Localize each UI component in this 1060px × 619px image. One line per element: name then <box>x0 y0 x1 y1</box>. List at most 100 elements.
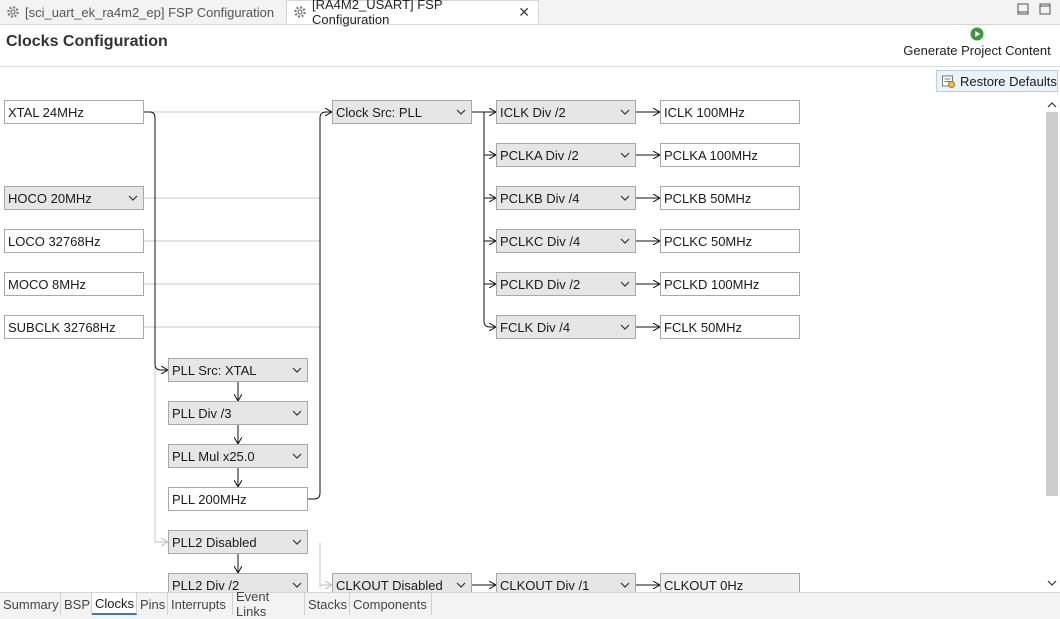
clock-tree-canvas: XTAL 24MHz HOCO 20MHz LOCO 32768Hz MOCO … <box>0 92 1044 592</box>
chevron-down-icon <box>292 449 302 463</box>
tab-label: Clocks <box>95 595 135 611</box>
pll2-select[interactable]: PLL2 Disabled <box>168 530 308 554</box>
scroll-down-icon[interactable] <box>1047 576 1057 588</box>
tab-label: Interrupts <box>171 596 226 612</box>
pclkc-output-field: PCLKC 50MHz <box>660 229 800 253</box>
pll-div-label: PLL Div /3 <box>172 405 232 421</box>
pll-output-field: PLL 200MHz <box>168 487 308 511</box>
output-label: ICLK 100MHz <box>664 104 745 120</box>
chevron-down-icon <box>456 105 466 119</box>
restore-label: Restore Defaults <box>960 73 1057 89</box>
pll2-div-select[interactable]: PLL2 Div /2 <box>168 573 308 592</box>
output-label: FCLK 50MHz <box>664 319 743 335</box>
editor-tab-ra4m2-usart[interactable]: [RA4M2_USART] FSP Configuration ✕ <box>286 0 539 27</box>
hoco-label: HOCO 20MHz <box>8 190 92 206</box>
chevron-down-icon <box>292 578 302 592</box>
clkout-src-select[interactable]: CLKOUT Disabled <box>332 573 472 592</box>
chevron-down-icon <box>292 535 302 549</box>
clock-src-label: Clock Src: PLL <box>336 104 422 120</box>
tab-label: Components <box>353 596 427 612</box>
vertical-scrollbar[interactable] <box>1044 96 1060 592</box>
close-icon[interactable]: ✕ <box>518 3 530 20</box>
gear-icon <box>293 5 307 19</box>
iclk-output-field: ICLK 100MHz <box>660 100 800 124</box>
pll-mul-select[interactable]: PLL Mul x25.0 <box>168 444 308 468</box>
tab-summary[interactable]: Summary <box>0 593 61 615</box>
divider-label: ICLK Div /2 <box>500 104 566 120</box>
gear-icon <box>6 5 20 19</box>
loco-source-field[interactable]: LOCO 32768Hz <box>4 229 144 253</box>
tab-label: Event Links <box>236 589 270 619</box>
tab-pins[interactable]: Pins <box>137 593 168 615</box>
tab-label: Summary <box>3 596 59 612</box>
pclkb-div-select[interactable]: PCLKB Div /4 <box>496 186 636 210</box>
divider-label: FCLK Div /4 <box>500 319 571 335</box>
pclkb-output-field: PCLKB 50MHz <box>660 186 800 210</box>
minimize-icon[interactable] <box>1016 2 1030 16</box>
fclk-div-select[interactable]: FCLK Div /4 <box>496 315 636 339</box>
scrollbar-thumb[interactable] <box>1046 112 1058 496</box>
chevron-down-icon <box>456 578 466 592</box>
moco-source-field[interactable]: MOCO 8MHz <box>4 272 144 296</box>
output-label: PCLKD 100MHz <box>664 276 760 292</box>
chevron-down-icon <box>620 105 630 119</box>
pclka-output-field: PCLKA 100MHz <box>660 143 800 167</box>
xtal-source-field[interactable]: XTAL 24MHz <box>4 100 144 124</box>
loco-label: LOCO 32768Hz <box>8 233 101 249</box>
generate-project-content-button[interactable]: Generate Project Content <box>898 27 1056 58</box>
tab-interrupts[interactable]: Interrupts <box>168 593 233 615</box>
output-label: PCLKC 50MHz <box>664 233 753 249</box>
hoco-select[interactable]: HOCO 20MHz <box>4 186 144 210</box>
subclk-source-field[interactable]: SUBCLK 32768Hz <box>4 315 144 339</box>
pclkd-div-select[interactable]: PCLKD Div /2 <box>496 272 636 296</box>
clkout-src-label: CLKOUT Disabled <box>336 577 443 593</box>
tab-label: Pins <box>140 596 166 612</box>
chevron-down-icon <box>620 191 630 205</box>
scroll-up-icon[interactable] <box>1047 98 1057 110</box>
pclka-div-select[interactable]: PCLKA Div /2 <box>496 143 636 167</box>
bottom-tab-bar: Summary BSP Clocks Pins Interrupts Event… <box>0 589 1060 619</box>
moco-label: MOCO 8MHz <box>8 276 86 292</box>
clock-tree-wires <box>144 92 1044 592</box>
pll-div-select[interactable]: PLL Div /3 <box>168 401 308 425</box>
tab-label: Stacks <box>308 596 348 612</box>
maximize-icon[interactable] <box>1038 2 1052 16</box>
editor-tab-label: [RA4M2_USART] FSP Configuration <box>312 0 443 27</box>
chevron-down-icon <box>292 406 302 420</box>
pclkd-output-field: PCLKD 100MHz <box>660 272 800 296</box>
tab-event-links[interactable]: Event Links <box>233 589 305 619</box>
generate-label: Generate Project Content <box>903 43 1051 58</box>
iclk-div-select[interactable]: ICLK Div /2 <box>496 100 636 124</box>
chevron-down-icon <box>620 320 630 334</box>
output-label: PCLKA 100MHz <box>664 147 758 163</box>
chevron-down-icon <box>620 148 630 162</box>
tab-stacks[interactable]: Stacks <box>305 593 350 615</box>
clkout-output-label: CLKOUT 0Hz <box>664 577 744 593</box>
xtal-label: XTAL 24MHz <box>8 104 84 120</box>
header-divider <box>0 66 1060 67</box>
clkout-div-select[interactable]: CLKOUT Div /1 <box>496 573 636 592</box>
clkout-output-field: CLKOUT 0Hz <box>660 573 800 592</box>
tab-bsp[interactable]: BSP <box>61 593 92 615</box>
pll-output-label: PLL 200MHz <box>172 491 247 507</box>
editor-tab-sci-uart[interactable]: [sci_uart_ek_ra4m2_ep] FSP Configuration <box>0 0 285 24</box>
tab-clocks[interactable]: Clocks <box>92 593 137 615</box>
pclkc-div-select[interactable]: PCLKC Div /4 <box>496 229 636 253</box>
tab-components[interactable]: Components <box>350 593 432 615</box>
chevron-down-icon <box>620 234 630 248</box>
pll-src-label: PLL Src: XTAL <box>172 362 257 378</box>
restore-defaults-button[interactable]: Restore Defaults <box>936 70 1058 92</box>
tab-label: BSP <box>64 596 91 612</box>
clkout-div-label: CLKOUT Div /1 <box>500 577 590 593</box>
clock-src-select[interactable]: Clock Src: PLL <box>332 100 472 124</box>
fclk-output-field: FCLK 50MHz <box>660 315 800 339</box>
chevron-down-icon <box>620 578 630 592</box>
restore-defaults-icon <box>941 74 955 88</box>
divider-label: PCLKC Div /4 <box>500 233 581 249</box>
output-label: PCLKB 50MHz <box>664 190 752 206</box>
subclk-label: SUBCLK 32768Hz <box>8 319 116 335</box>
pll2-label: PLL2 Disabled <box>172 534 257 550</box>
pll-src-select[interactable]: PLL Src: XTAL <box>168 358 308 382</box>
run-icon <box>970 27 984 41</box>
divider-label: PCLKB Div /4 <box>500 190 580 206</box>
